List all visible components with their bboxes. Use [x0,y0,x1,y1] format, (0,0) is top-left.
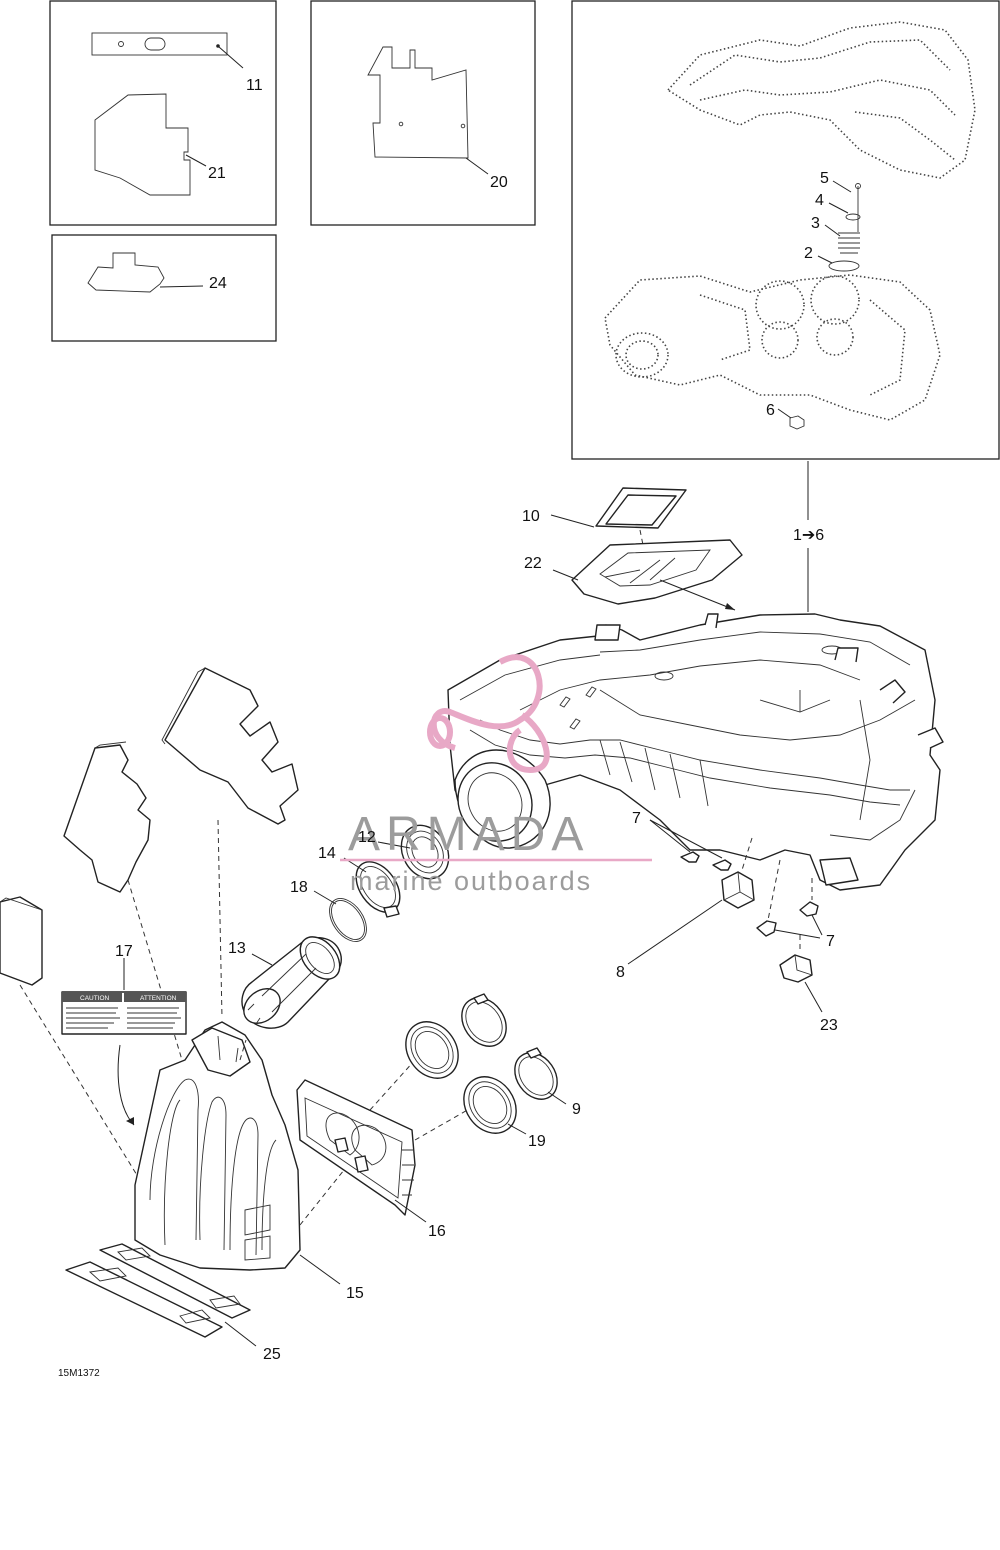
part-8-bumper [627,837,755,965]
part-14-clamp [343,857,401,918]
callout-7-upper: 7 [632,810,641,827]
part-13-duct [241,936,342,1029]
callout-18: 18 [290,879,308,896]
callout-19: 19 [528,1133,546,1150]
armada-logo-icon [427,654,550,774]
part-10-gasket [550,487,687,546]
part-22-cover [552,539,743,611]
part-16-frame [296,1059,486,1223]
callout-21: 21 [208,165,226,182]
callout-20: 20 [490,174,508,191]
callout-23: 23 [820,1017,838,1034]
callout-3: 3 [811,215,820,232]
part-18-oring [313,890,367,942]
armada-watermark: ARMADA marine outboards [340,808,652,896]
callout-7-lower: 7 [826,933,835,950]
label-17-caution-text: CAUTION [80,995,110,1002]
label-17-attention-text: ATTENTION [140,995,177,1002]
part-19-sleeves [405,1021,527,1135]
callout-6: 6 [766,402,775,419]
callout-1-to-6: 1➔6 [793,527,824,544]
callout-14: 14 [318,845,336,862]
part-15-filter-housing [134,1021,361,1285]
callout-12: 12 [358,829,376,846]
part-12-seal [377,824,450,880]
callout-9: 9 [572,1101,581,1118]
watermark-subtitle: marine outboards [350,866,592,896]
callout-16: 16 [428,1223,446,1240]
inset-box-11-21 [49,0,277,226]
watermark-title: ARMADA [348,808,589,861]
left-foam-pads [0,667,299,1181]
part-23-clip [779,935,823,1013]
main-airbox-housing [447,613,944,891]
part-25-strips [65,1243,257,1347]
diagram-code: 15M1372 [58,1368,100,1379]
inset-box-24 [51,234,277,342]
part-9-clamps [461,993,567,1105]
part-17-label: CAUTION ATTENTION [61,958,187,1126]
callout-24: 24 [209,275,227,292]
callout-13: 13 [228,940,246,957]
callout-11: 11 [246,77,263,94]
inset-box-1-6 [571,0,1000,460]
callout-15: 15 [346,1285,364,1302]
callout-25: 25 [263,1346,281,1363]
part-7-clips [649,819,823,939]
callout-4: 4 [815,192,824,209]
callout-8: 8 [616,964,625,981]
callout-2: 2 [804,245,813,262]
callout-labels: 11 21 20 24 5 4 3 2 6 1➔6 10 22 7 7 8 23… [115,77,838,1363]
callout-17: 17 [115,943,133,960]
callout-10: 10 [522,508,540,525]
callout-22: 22 [524,555,542,572]
inset-box-20 [310,0,536,226]
callout-5: 5 [820,170,829,187]
